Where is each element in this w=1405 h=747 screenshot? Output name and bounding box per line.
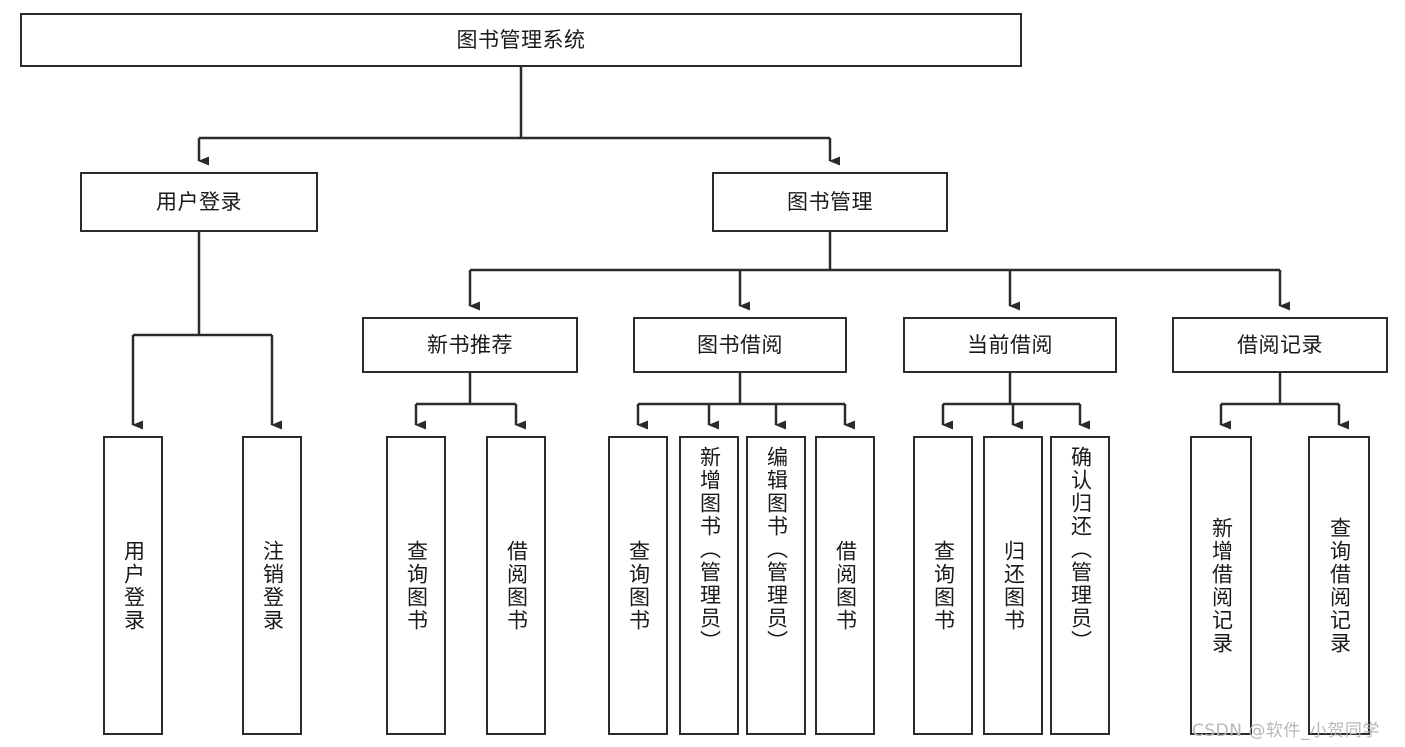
csdn-watermark: CSDN @软件_小贺同学: [1192, 721, 1380, 741]
node-label-leaf-rec-2: 查询借阅记录: [1327, 516, 1352, 655]
node-label-leaf-login-2: 注销登录: [260, 539, 285, 632]
node-leaf-login-1[interactable]: 用户登录: [103, 436, 163, 735]
node-bookmgmt[interactable]: 图书管理: [712, 172, 948, 232]
node-leaf-rec-1[interactable]: 新增借阅记录: [1190, 436, 1252, 735]
node-label-leaf-login-1: 用户登录: [121, 539, 146, 632]
node-label-root: 图书管理系统: [456, 27, 586, 52]
node-borrow[interactable]: 图书借阅: [633, 317, 847, 373]
node-leaf-new-2[interactable]: 借阅图书: [486, 436, 546, 735]
node-label-bookmgmt: 图书管理: [787, 189, 873, 214]
node-leaf-new-1[interactable]: 查询图书: [386, 436, 446, 735]
node-label-leaf-borrow-2: 新增图书（管理员）: [697, 446, 722, 653]
node-label-leaf-borrow-4: 借阅图书: [833, 539, 858, 632]
node-label-newbook: 新书推荐: [427, 332, 513, 357]
node-label-leaf-new-1: 查询图书: [404, 539, 429, 632]
node-leaf-login-2[interactable]: 注销登录: [242, 436, 302, 735]
node-leaf-borrow-2[interactable]: 新增图书（管理员）: [679, 436, 739, 735]
node-label-leaf-new-2: 借阅图书: [504, 539, 529, 632]
node-label-leaf-cur-3: 确认归还（管理员）: [1068, 446, 1093, 653]
node-label-borrow: 图书借阅: [697, 332, 783, 357]
node-leaf-borrow-3[interactable]: 编辑图书（管理员）: [746, 436, 806, 735]
node-label-leaf-rec-1: 新增借阅记录: [1209, 516, 1234, 655]
node-root[interactable]: 图书管理系统: [20, 13, 1022, 67]
node-label-leaf-borrow-1: 查询图书: [626, 539, 651, 632]
node-leaf-rec-2[interactable]: 查询借阅记录: [1308, 436, 1370, 735]
node-records[interactable]: 借阅记录: [1172, 317, 1388, 373]
node-label-current: 当前借阅: [967, 332, 1053, 357]
node-label-leaf-cur-1: 查询图书: [931, 539, 956, 632]
node-leaf-borrow-4[interactable]: 借阅图书: [815, 436, 875, 735]
node-leaf-cur-3[interactable]: 确认归还（管理员）: [1050, 436, 1110, 735]
node-label-leaf-cur-2: 归还图书: [1001, 539, 1026, 632]
node-label-records: 借阅记录: [1237, 332, 1323, 357]
node-login[interactable]: 用户登录: [80, 172, 318, 232]
node-leaf-cur-2[interactable]: 归还图书: [983, 436, 1043, 735]
node-leaf-cur-1[interactable]: 查询图书: [913, 436, 973, 735]
node-label-leaf-borrow-3: 编辑图书（管理员）: [764, 446, 789, 653]
node-leaf-borrow-1[interactable]: 查询图书: [608, 436, 668, 735]
node-label-login: 用户登录: [156, 189, 242, 214]
node-newbook[interactable]: 新书推荐: [362, 317, 578, 373]
node-current[interactable]: 当前借阅: [903, 317, 1117, 373]
